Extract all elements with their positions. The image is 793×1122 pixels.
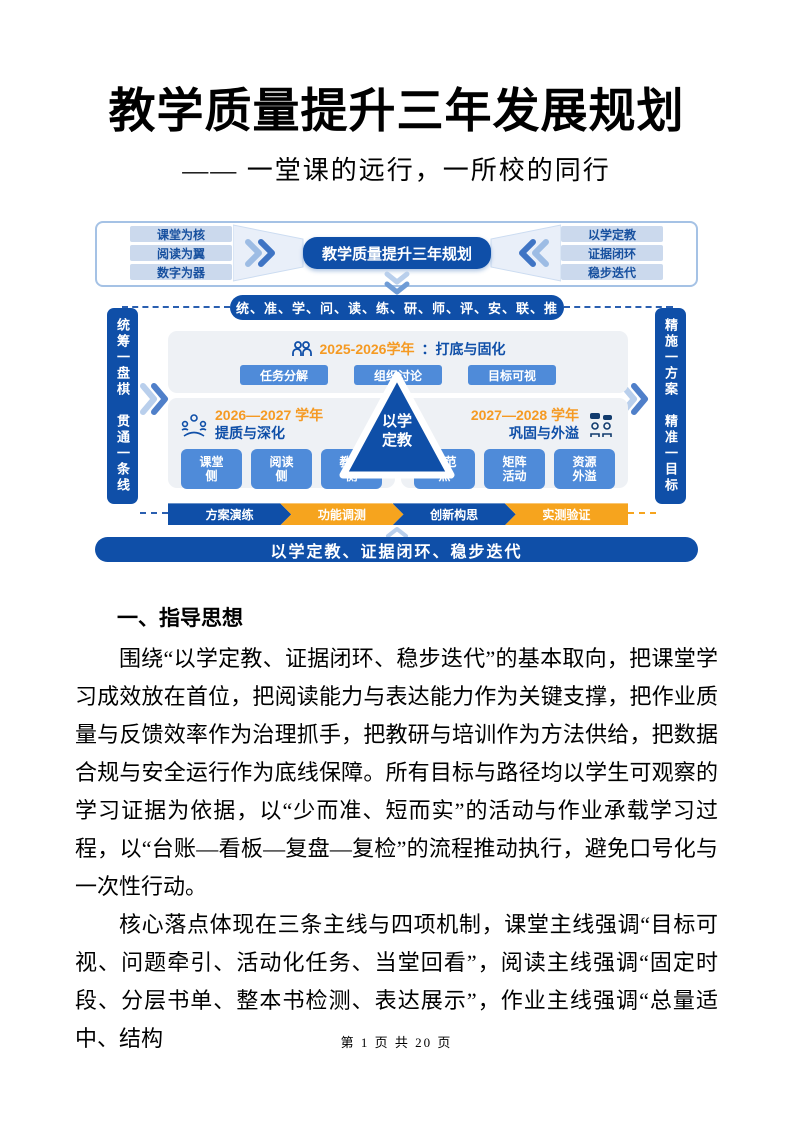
three-year-plan-diagram: 课堂为核 阅读为翼 数字为器 教学质量提升三年规划 以学定教 证据闭环 稳步迭代 [95, 221, 698, 563]
process-step-1: 方案演练 [168, 503, 291, 525]
chevron-right-icon [245, 239, 275, 268]
visible-goals-button: 目标可视 [468, 365, 556, 386]
dashed-connector-left [122, 306, 230, 309]
dashed-process-right [628, 512, 656, 515]
phase3-name: 巩固与外溢 [509, 424, 579, 441]
pill-steady-iteration: 稳步迭代 [561, 264, 663, 281]
keywords-band: 统、准、学、问、读、练、研、师、评、安、联、推 [230, 295, 564, 321]
section-heading: 一、指导思想 [117, 607, 243, 631]
bottom-principle-banner: 以学定教、证据闭环、稳步迭代 [95, 537, 698, 563]
pill-digital-tool: 数字为器 [130, 264, 232, 281]
team-icon [291, 341, 312, 357]
resource-spillover-button: 资源 外溢 [554, 449, 615, 490]
paragraph-1: 围绕“以学定教、证据闭环、稳步迭代”的基本取向，把课堂学习成效放在首位，把阅读能… [75, 646, 718, 900]
right-principle-bar: 精施一方案 精准一目标 [655, 308, 686, 505]
phase3-buttons: 示范 点 矩阵 活动 资源 外溢 [401, 449, 628, 490]
chevron-down-icon [384, 271, 410, 295]
phase1-header: 2025-2026学年 ：打底与固化 [291, 339, 506, 359]
presentation-icon [590, 412, 612, 437]
left-arrow-chevrons-icon [140, 383, 168, 416]
phase2-header: 2026—2027 学年 提质与深化 [180, 407, 395, 442]
page-title: 教学质量提升三年发展规划 [108, 86, 685, 138]
process-step-4: 实测验证 [504, 503, 628, 526]
pill-reading-wing: 阅读为翼 [130, 245, 232, 262]
triangle-shape [339, 371, 455, 479]
pill-classroom-core: 课堂为核 [130, 226, 232, 243]
phase2-year: 2026—2027 学年 [215, 407, 324, 424]
chevron-up-icon [386, 527, 408, 539]
left-principle-bar: 统筹一盘棋 贯通一条线 [107, 308, 138, 505]
document-body: 一、指导思想 围绕“以学定教、证据闭环、稳步迭代”的基本取向，把课堂学习成效放在… [75, 602, 718, 1058]
dashed-process-left [140, 512, 168, 515]
process-step-3: 创新构思 [393, 503, 516, 525]
phase3-year: 2027—2028 学年 [470, 407, 579, 424]
phase1-year: 2025-2026学年 [319, 341, 415, 358]
task-breakdown-button: 任务分解 [240, 365, 328, 386]
dashed-connector-right [564, 306, 672, 309]
discussion-icon [181, 414, 207, 437]
paragraph-2: 核心落点体现在三条主线与四项机制，课堂主线强调“目标可视、问题牵引、活动化任务、… [75, 912, 718, 1052]
reading-side-button: 阅读 侧 [251, 449, 312, 490]
phase2-name: 提质与深化 [215, 424, 285, 441]
top-left-pill-list: 课堂为核 阅读为翼 数字为器 [130, 226, 232, 281]
phase1-name: ：打底与固化 [421, 341, 506, 358]
core-triangle: 以学 定教 [335, 369, 459, 481]
triangle-label: 以学 定教 [381, 413, 412, 450]
matrix-activity-button: 矩阵 活动 [484, 449, 545, 490]
page-subtitle: —— 一堂课的远行，一所校的同行 [182, 156, 611, 186]
process-step-2: 功能调测 [280, 503, 403, 525]
page-number-footer: 第 1 页 共 20 页 [340, 1035, 453, 1050]
pill-learn-driven: 以学定教 [561, 226, 663, 243]
classroom-side-button: 课堂 侧 [181, 449, 242, 490]
pill-evidence-loop: 证据闭环 [561, 245, 663, 262]
phase3-panel: 2027—2028 学年 巩固与外溢 示范 点 矩阵 活动 资源 外溢 [401, 398, 628, 490]
chevron-left-icon [519, 239, 549, 268]
phase3-header: 2027—2028 学年 巩固与外溢 [401, 407, 616, 442]
top-right-pill-list: 以学定教 证据闭环 稳步迭代 [561, 226, 663, 281]
plan-title-box: 教学质量提升三年规划 [303, 237, 491, 270]
process-arrow-band: 方案演练 功能调测 创新构思 实测验证 [168, 503, 628, 526]
phase1-buttons: 任务分解 组织讨论 目标可视 [240, 365, 556, 386]
